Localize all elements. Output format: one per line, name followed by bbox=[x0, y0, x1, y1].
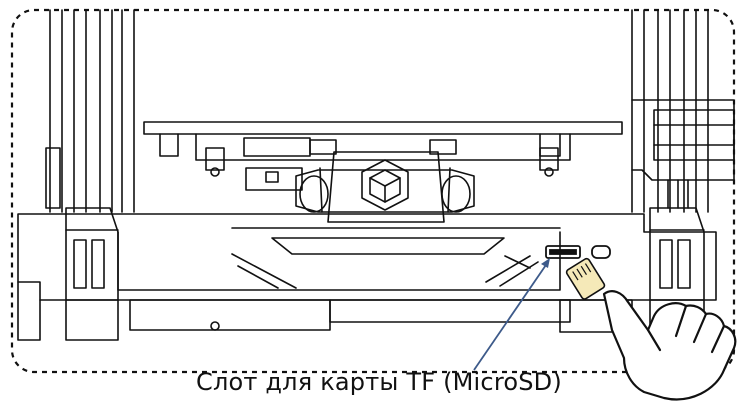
micro-sd-card-icon bbox=[565, 257, 606, 300]
tf-card-slot bbox=[545, 245, 611, 259]
right-corner-block bbox=[649, 207, 705, 341]
left-corner-block bbox=[17, 207, 119, 341]
highlight-dashed-frame bbox=[10, 8, 736, 374]
print-head bbox=[295, 151, 475, 223]
hand-pointer-icon bbox=[602, 290, 737, 401]
callout-arrow bbox=[473, 258, 550, 371]
tf-slot-caption: Слот для карты TF (MicroSD) bbox=[196, 368, 562, 396]
heated-bed bbox=[143, 121, 623, 191]
left-frame-rail bbox=[45, 9, 135, 213]
right-frame-rail bbox=[631, 9, 709, 213]
control-screen-housing bbox=[631, 99, 735, 209]
printer-illustration bbox=[17, 9, 735, 341]
